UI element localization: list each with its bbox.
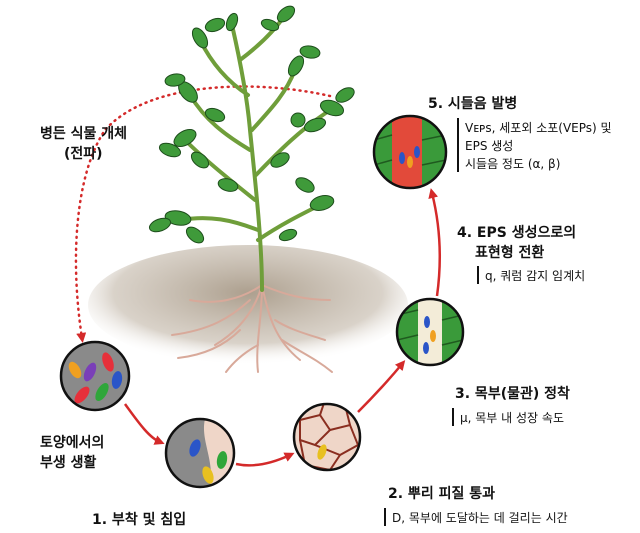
soil-label-line1: 토양에서의	[40, 435, 105, 451]
arrow-stage2-to-stage3	[357, 360, 406, 413]
stage1-title: 1. 부착 및 침입	[92, 512, 187, 528]
stage2-circle	[292, 402, 362, 472]
stage4-note-bar	[477, 266, 479, 284]
stage5-note-1: Vᴇᴘs, 세포외 소포(VEPs) 및	[465, 121, 612, 135]
dissemination-dotted-arrow	[74, 85, 332, 343]
source-label-line1: 병든 식물 개체	[40, 126, 128, 142]
stage5-title: 5. 시들음 발병	[428, 96, 518, 112]
stage5-note-2: EPS 생성	[465, 139, 514, 153]
stage1-circle	[164, 417, 236, 489]
arrow-soil-to-stage1	[123, 403, 165, 445]
stage2-note: D, 목부에 도달하는 데 걸리는 시간	[392, 511, 568, 525]
tomato-fruit	[290, 112, 306, 128]
stage4-title-line1: 4. EPS 생성으로의	[457, 225, 577, 241]
stage5-note-bar	[457, 118, 459, 172]
stage3-title: 3. 목부(물관) 정착	[455, 386, 570, 402]
stage3-note-bar	[452, 408, 454, 426]
soil-label-line2: 부생 생활	[40, 455, 97, 471]
plant-roots	[171, 284, 333, 373]
stage2-title: 2. 뿌리 피질 통과	[388, 486, 495, 502]
stage3-circle	[395, 297, 465, 367]
stage3-note: μ, 목부 내 성장 속도	[460, 411, 564, 425]
stage2-note-bar	[384, 508, 386, 526]
soil-bacteria-circle	[59, 340, 131, 412]
source-label-line2: (전파)	[64, 146, 103, 162]
stage4-title-line2: 표현형 전환	[475, 245, 545, 261]
soil-area	[88, 245, 408, 365]
plant-leaves	[148, 5, 355, 244]
stage4-note: q, 쿼럼 감지 임계치	[485, 269, 586, 283]
stage5-note-3: 시들음 정도 (α, β)	[465, 157, 561, 171]
arrow-stage3-to-stage5	[428, 188, 441, 297]
stage5-circle	[372, 114, 448, 190]
arrow-stage1-to-stage2	[235, 452, 295, 467]
